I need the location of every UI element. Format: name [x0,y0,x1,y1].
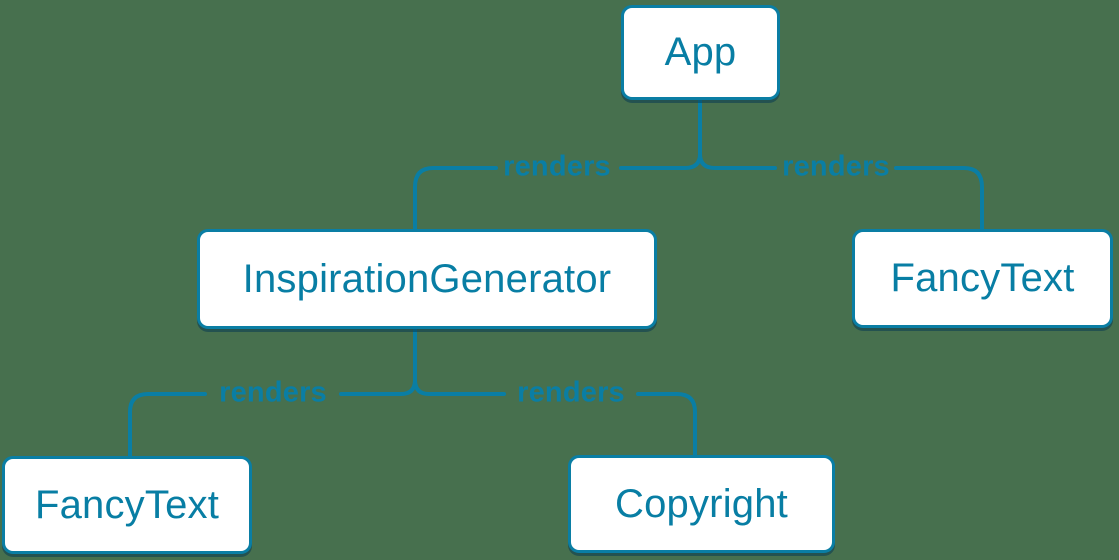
connector-app-to-ig-drop [413,166,498,231]
node-copyright-label: Copyright [615,481,788,526]
connector-app-to-fancytext-drop [894,166,984,231]
connector-app-to-ig-left-arm [619,152,702,170]
edge-label-ig-to-fancy-text: renders [219,376,327,409]
edge-label-app-to-inspiration-generator: renders [503,150,611,183]
node-fancy-text-left-label: FancyText [34,482,220,527]
connector-app-to-fancytext-right-arm [698,152,777,170]
node-app: App [621,5,780,100]
node-inspiration-generator-label: InspirationGenerator [242,256,612,301]
connector-ig-to-copyright-right-arm [413,378,506,396]
edge-label-ig-to-copyright: renders [517,376,625,409]
connector-ig-to-copyright-drop [636,392,697,457]
edge-label-app-to-fancy-text: renders [782,150,890,183]
node-fancy-text-right: FancyText [852,229,1113,328]
connector-ig-to-fancytext-left-arm [339,378,417,396]
node-fancy-text-right-label: FancyText [890,256,1075,300]
node-fancy-text-left: FancyText [2,456,252,554]
node-inspiration-generator: InspirationGenerator [197,229,657,329]
connector-ig-to-fancytext-drop [128,392,207,458]
node-copyright: Copyright [568,455,835,553]
node-app-label: App [664,30,737,74]
